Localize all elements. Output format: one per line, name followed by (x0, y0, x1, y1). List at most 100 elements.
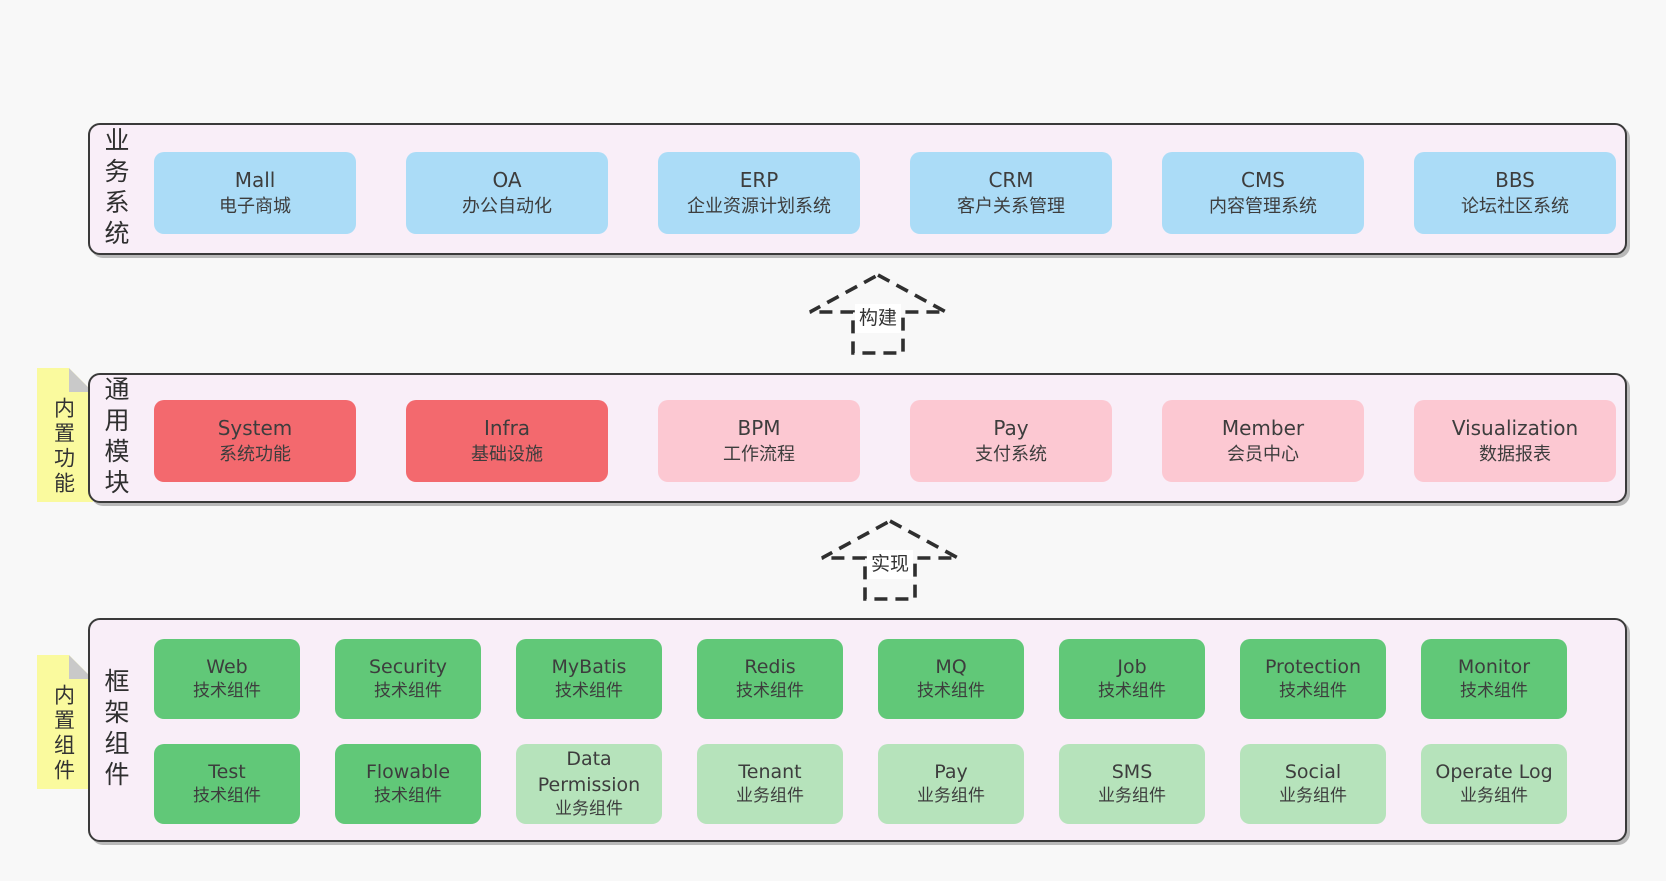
box-subtitle: 业务组件 (1460, 786, 1528, 807)
component-box-pay: Pay 业务组件 (878, 744, 1024, 824)
box-subtitle: 内容管理系统 (1209, 196, 1317, 218)
module-box-visualization: Visualization 数据报表 (1414, 400, 1616, 482)
box-title: Flowable (365, 760, 451, 783)
panel-common-modules: 通用模块 System 系统功能 Infra 基础设施 BPM 工作流程 Pay… (88, 373, 1627, 503)
box-title: CMS (1241, 168, 1285, 193)
component-box-mybatis: MyBatis 技术组件 (516, 639, 662, 719)
box-title: Redis (744, 655, 796, 678)
box-title: SMS (1111, 760, 1153, 783)
component-box-web: Web 技术组件 (154, 639, 300, 719)
box-subtitle: 电子商城 (219, 196, 291, 218)
box-title: Member (1221, 416, 1305, 441)
box-subtitle: 技术组件 (917, 681, 985, 702)
box-title: MQ (935, 655, 967, 678)
box-title: MyBatis (551, 655, 627, 678)
component-box-job: Job 技术组件 (1059, 639, 1205, 719)
box-title: BPM (737, 416, 781, 441)
box-title: Social (1284, 760, 1342, 783)
box-title: System (217, 416, 293, 441)
box-title: Tenant (738, 760, 802, 783)
box-title: OA (492, 168, 522, 193)
component-box-monitor: Monitor 技术组件 (1421, 639, 1567, 719)
box-title: Monitor (1457, 655, 1531, 678)
box-title: BBS (1495, 168, 1535, 193)
box-subtitle: 技术组件 (1098, 681, 1166, 702)
box-title: Mall (234, 168, 276, 193)
box-title: Operate Log (1435, 760, 1553, 783)
sticky-note-label: 内置组件 (51, 684, 76, 784)
module-box-member: Member 会员中心 (1162, 400, 1364, 482)
box-subtitle: 会员中心 (1227, 444, 1299, 466)
panel-business-systems: 业务系统 Mall 电子商城 OA 办公自动化 ERP 企业资源计划系统 CRM… (88, 123, 1627, 255)
box-title: Visualization (1451, 416, 1579, 441)
component-box-security: Security 技术组件 (335, 639, 481, 719)
panel-label: 通用模块 (101, 376, 130, 500)
box-subtitle: 办公自动化 (462, 196, 552, 218)
box-subtitle: 技术组件 (193, 681, 261, 702)
box-subtitle: 基础设施 (471, 444, 543, 466)
box-title: Pay (993, 416, 1029, 441)
module-box-pay: Pay 支付系统 (910, 400, 1112, 482)
system-box-mall: Mall 电子商城 (154, 152, 356, 234)
box-title: CRM (988, 168, 1034, 193)
box-subtitle: 工作流程 (723, 444, 795, 466)
arrow-label: 构建 (854, 304, 902, 333)
up-arrow-icon (809, 272, 947, 355)
box-subtitle: 业务组件 (1098, 786, 1166, 807)
box-subtitle: 企业资源计划系统 (687, 196, 831, 218)
box-title: Pay (934, 760, 968, 783)
box-subtitle: 业务组件 (1279, 786, 1347, 807)
sticky-note-built-in-features: 内置功能 (37, 368, 93, 502)
box-subtitle: 技术组件 (555, 681, 623, 702)
sticky-note-built-in-components: 内置组件 (37, 655, 93, 789)
box-subtitle: 技术组件 (374, 681, 442, 702)
component-box-redis: Redis 技术组件 (697, 639, 843, 719)
panel-label: 业务系统 (101, 127, 130, 251)
component-box-protection: Protection 技术组件 (1240, 639, 1386, 719)
module-box-bpm: BPM 工作流程 (658, 400, 860, 482)
box-subtitle: 技术组件 (1460, 681, 1528, 702)
system-box-crm: CRM 客户关系管理 (910, 152, 1112, 234)
box-title: Infra (483, 416, 531, 441)
up-arrow-icon (821, 518, 959, 601)
component-box-operate-log: Operate Log 业务组件 (1421, 744, 1567, 824)
box-subtitle: 论坛社区系统 (1461, 196, 1569, 218)
box-subtitle: 客户关系管理 (957, 196, 1065, 218)
box-title: Job (1117, 655, 1147, 678)
arrow-label: 实现 (866, 550, 914, 579)
box-subtitle: 业务组件 (555, 799, 623, 820)
system-box-bbs: BBS 论坛社区系统 (1414, 152, 1616, 234)
component-box-mq: MQ 技术组件 (878, 639, 1024, 719)
sticky-note-label: 内置功能 (51, 397, 76, 497)
box-subtitle: 技术组件 (1279, 681, 1347, 702)
box-subtitle: 技术组件 (736, 681, 804, 702)
module-box-system: System 系统功能 (154, 400, 356, 482)
component-box-data-permission: Data Permission 业务组件 (516, 744, 662, 824)
box-title: Data Permission (537, 747, 641, 796)
dashed-up-arrow-build: 构建 (806, 272, 950, 356)
box-subtitle: 支付系统 (975, 444, 1047, 466)
box-title: Protection (1264, 655, 1362, 678)
system-box-erp: ERP 企业资源计划系统 (658, 152, 860, 234)
box-title: ERP (739, 168, 779, 193)
component-box-social: Social 业务组件 (1240, 744, 1386, 824)
box-subtitle: 业务组件 (736, 786, 804, 807)
box-subtitle: 技术组件 (374, 786, 442, 807)
component-box-tenant: Tenant 业务组件 (697, 744, 843, 824)
box-title: Test (208, 760, 246, 783)
system-box-cms: CMS 内容管理系统 (1162, 152, 1364, 234)
panel-framework-components: 框架组件 Web 技术组件 Security 技术组件 MyBatis 技术组件… (88, 618, 1627, 842)
box-subtitle: 技术组件 (193, 786, 261, 807)
component-box-flowable: Flowable 技术组件 (335, 744, 481, 824)
box-title: Security (368, 655, 448, 678)
component-box-test: Test 技术组件 (154, 744, 300, 824)
system-box-oa: OA 办公自动化 (406, 152, 608, 234)
box-subtitle: 业务组件 (917, 786, 985, 807)
dashed-up-arrow-implement: 实现 (818, 518, 962, 602)
box-subtitle: 数据报表 (1479, 444, 1551, 466)
component-box-sms: SMS 业务组件 (1059, 744, 1205, 824)
module-box-infra: Infra 基础设施 (406, 400, 608, 482)
box-subtitle: 系统功能 (219, 444, 291, 466)
panel-label: 框架组件 (101, 668, 130, 792)
